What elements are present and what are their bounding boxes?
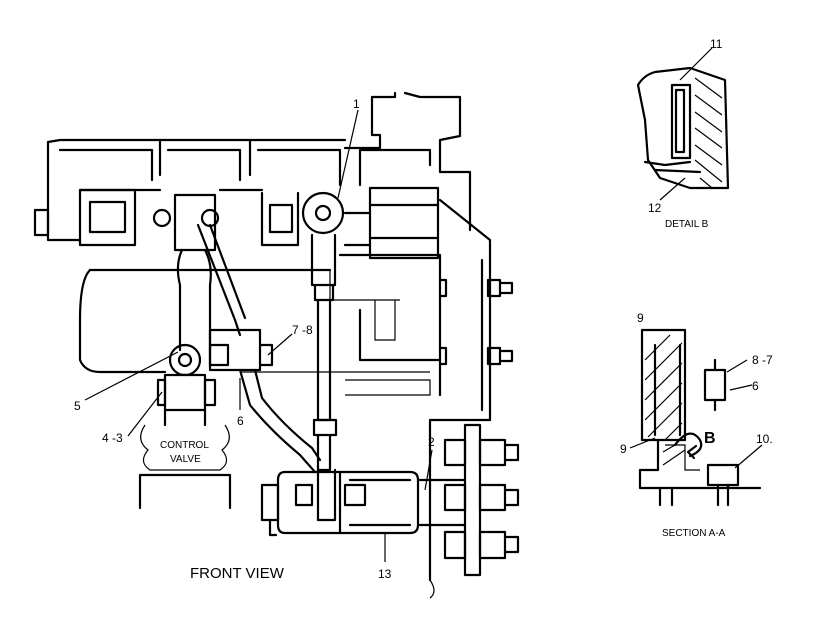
callout-6-section: 6 — [752, 379, 759, 393]
leader-lines — [84, 47, 763, 562]
callout-12: 12 — [648, 201, 662, 215]
callout-10: 10. — [756, 432, 773, 446]
callout-9-top: 9 — [637, 311, 644, 325]
front-view-drawing — [33, 91, 520, 599]
front-view-label: FRONT VIEW — [190, 565, 285, 582]
callout-6-front: 6 — [237, 414, 244, 428]
callout-2: 2 — [428, 435, 435, 449]
callout-5: 5 — [74, 399, 81, 413]
callout-4-3: 4 -3 — [102, 431, 123, 445]
callout-1: 1 — [353, 97, 360, 111]
callout-8-7: 8 -7 — [752, 353, 773, 367]
callout-11: 11 — [710, 37, 723, 51]
control-valve-label-line2: VALVE — [170, 454, 201, 465]
detail-b-drawing — [636, 66, 730, 190]
control-valve-label-line1: CONTROL — [160, 440, 209, 451]
section-aa-label: SECTION A-A — [662, 528, 726, 539]
callout-7-8: 7 -8 — [292, 323, 313, 337]
section-aa-drawing — [638, 328, 762, 507]
callout-13: 13 — [378, 567, 392, 581]
detail-b-label: DETAIL B — [665, 219, 709, 230]
callout-b-arrow-label: B — [704, 430, 716, 447]
callout-9-bottom: 9 — [620, 442, 627, 456]
